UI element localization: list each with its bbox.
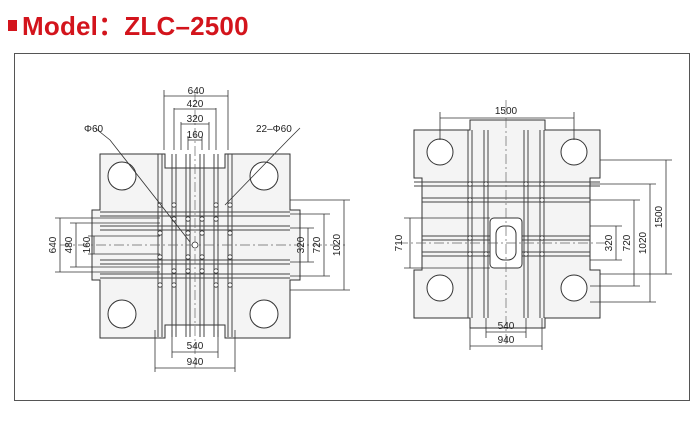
right-platen: 1500 540 940 710 320 720 1020 <box>394 100 672 350</box>
left-top-dim-160: 160 <box>187 130 204 141</box>
left-top-dim-640: 640 <box>188 86 205 97</box>
right-vertical-slots <box>467 130 545 318</box>
right-bottom-dimensions <box>469 318 543 350</box>
left-side-dim-480: 480 <box>64 236 75 253</box>
right-right-dim-320: 320 <box>604 234 615 251</box>
left-top-dim-320: 320 <box>187 114 204 125</box>
left-right-dim-1020: 1020 <box>332 233 343 256</box>
right-right-dim-1500: 1500 <box>654 205 665 228</box>
right-tiebar-hole-bl <box>426 274 454 302</box>
left-top-dim-420: 420 <box>187 99 204 110</box>
left-tiebar-hole-bl <box>107 299 137 329</box>
left-bottom-dimensions <box>154 330 236 372</box>
left-callout-leaders <box>94 127 301 243</box>
left-right-dimensions <box>290 199 350 291</box>
right-left-dimensions <box>404 217 490 269</box>
left-side-dimensions <box>55 217 160 273</box>
right-tiebar-hole-tl <box>426 138 454 166</box>
right-bolt-holes <box>467 181 545 257</box>
drawing-frame <box>14 53 690 401</box>
left-side-dim-640: 640 <box>48 236 59 253</box>
left-tiebar-hole-tr <box>249 161 279 191</box>
left-vertical-slots <box>157 154 233 337</box>
right-bottom-dim-940: 940 <box>498 335 515 346</box>
title-bar: Model：ZLC–2500 <box>8 6 249 42</box>
left-platen: Φ60 22–Φ60 640 420 320 160 540 940 <box>48 86 350 372</box>
right-tiebar-hole-br <box>560 274 588 302</box>
title-marker-icon <box>8 20 17 31</box>
left-bottom-dim-540: 540 <box>187 341 204 352</box>
left-callout-holes-count: 22–Φ60 <box>256 124 292 135</box>
left-bolt-holes <box>157 202 233 288</box>
left-tiebar-hole-tl <box>107 161 137 191</box>
right-right-dim-720: 720 <box>622 234 633 251</box>
right-top-dimensions <box>439 112 575 140</box>
right-right-dimensions <box>590 159 672 303</box>
left-tiebar-hole-br <box>249 299 279 329</box>
left-top-dimensions <box>163 90 229 150</box>
right-right-dim-1020: 1020 <box>638 231 649 254</box>
page-title: Model：ZLC–2500 <box>22 10 249 41</box>
left-right-dim-720: 720 <box>312 236 323 253</box>
right-tiebar-hole-tr <box>560 138 588 166</box>
left-right-dim-320: 320 <box>296 236 307 253</box>
left-callout-hole: Φ60 <box>84 124 104 135</box>
right-bottom-dim-540: 540 <box>498 321 515 332</box>
right-top-dim-1500: 1500 <box>495 106 518 117</box>
left-bottom-dim-940: 940 <box>187 357 204 368</box>
right-left-dim-710: 710 <box>394 234 405 251</box>
left-side-dim-160: 160 <box>82 236 93 253</box>
